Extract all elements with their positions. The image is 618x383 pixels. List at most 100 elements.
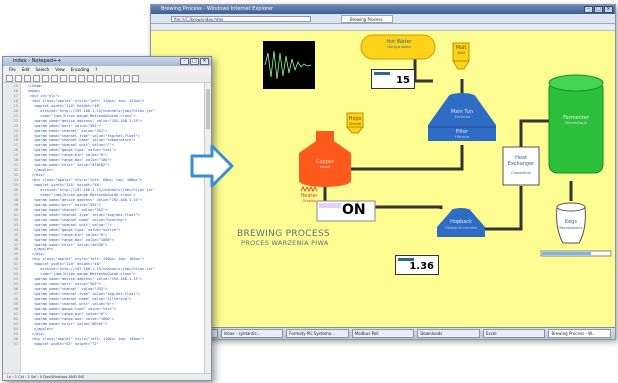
redo-icon[interactable] <box>96 75 103 82</box>
code-line[interactable]: <param name="port" value="502"> <box>23 123 101 128</box>
pipe-hotwater-maintun <box>413 53 433 83</box>
taskbar-item[interactable]: Inbox - symantic... <box>220 329 284 338</box>
code-line[interactable]: <applet width="63" height="72" <box>23 341 99 346</box>
replace-icon[interactable] <box>114 75 121 82</box>
taskbar-item[interactable]: Modbus Poll <box>351 329 415 338</box>
menu-item-file[interactable]: File <box>9 67 16 72</box>
code-line[interactable]: </applet> <box>23 247 54 252</box>
code-line[interactable]: code="jhmi/hlcon.gauge.MotionUpGuide.cla… <box>23 192 136 197</box>
line-number: 67 <box>13 341 18 346</box>
code-line[interactable]: <param name="range.min" value="0"> <box>23 153 108 158</box>
menu-item-view[interactable]: View <box>55 67 65 72</box>
scrollbar-thumb[interactable] <box>206 89 210 129</box>
code-line[interactable]: <param name="channel.type" value="tag/da… <box>23 133 140 138</box>
code-line[interactable]: <param name="range.min" value="0"> <box>23 232 108 237</box>
code-line[interactable]: <param name="gauge.type" value="text"> <box>23 306 117 311</box>
keg <box>556 206 586 244</box>
code-editor[interactable]: </head> <body> <div id="plc"> <div class… <box>23 83 203 373</box>
code-line[interactable]: <param name="color" value="#0f0f"> <box>23 321 108 326</box>
menu-item-edit[interactable]: Edit <box>21 67 30 72</box>
code-line[interactable]: </div> <box>23 331 45 336</box>
code-line[interactable]: <div class="applet" style="left: 60px; t… <box>23 178 142 183</box>
kegs-label: Kegs <box>565 219 577 225</box>
code-line[interactable]: <param name="channel.name" value="heatin… <box>23 217 127 222</box>
close-icon[interactable]: × <box>200 58 209 65</box>
undo-icon[interactable] <box>87 75 94 82</box>
code-line[interactable]: <param name="range.max" value="100"> <box>23 158 112 163</box>
code-line[interactable]: archive="http://192.168.1.15/channels/jh… <box>23 188 155 193</box>
code-line[interactable]: <param name="channel.type" value="tag/da… <box>23 212 140 217</box>
code-line[interactable]: <div class="applet" style="left: 110px; … <box>23 98 145 103</box>
taskbar-item[interactable]: Brewing Process - W... <box>548 329 612 338</box>
copy-icon[interactable] <box>69 75 76 82</box>
taskbar-item[interactable]: Downloads <box>417 329 480 338</box>
cut-icon[interactable] <box>60 75 67 82</box>
menu-item-search[interactable]: Search <box>35 67 50 72</box>
code-line[interactable]: <param name="range.max" value="1000"> <box>23 237 114 242</box>
minimize-icon[interactable]: – <box>180 58 189 65</box>
code-line[interactable]: <param name="channel" value="352"> <box>23 287 108 292</box>
code-line[interactable]: </head> <box>23 84 43 88</box>
code-line[interactable]: <param name="channel.unit" value="m"> <box>23 301 114 306</box>
minimize-icon[interactable]: – <box>584 6 593 13</box>
code-line[interactable]: <applet width="110" height="40" <box>23 262 101 267</box>
code-line[interactable]: <param name="channel.type" value="tag/da… <box>23 292 140 297</box>
code-line[interactable]: <param name="channel.name" value="temper… <box>23 138 136 143</box>
code-line[interactable]: <param name="device.address" value="192.… <box>23 118 142 123</box>
menu-item-encoding[interactable]: Encoding <box>70 67 90 72</box>
maximize-icon[interactable]: □ <box>594 6 603 13</box>
code-line[interactable]: <param name="range.max" value="1000"> <box>23 316 114 321</box>
code-line[interactable]: archive="http://192.168.1.15/channels/jh… <box>23 267 155 272</box>
line-number: 52 <box>13 267 18 272</box>
print-icon[interactable] <box>51 75 58 82</box>
tab-brewing-process[interactable]: Brewing Process <box>341 15 393 23</box>
heater-state[interactable]: ON <box>342 202 366 218</box>
close-icon[interactable]: × <box>604 6 613 13</box>
line-number: 59 <box>13 301 18 306</box>
code-line[interactable]: <param name="color" value="#e336"> <box>23 242 108 247</box>
open-file-icon[interactable] <box>15 75 22 82</box>
code-line[interactable]: </div> <box>23 173 45 178</box>
code-line[interactable]: <param name="port" value="502"> <box>23 282 101 287</box>
code-line[interactable]: <param name="channel.unit" value="C"> <box>23 143 114 148</box>
code-line[interactable]: archive="http://192.168.1.15/channels/jh… <box>23 108 155 113</box>
line-number: 30 <box>13 158 18 163</box>
code-line[interactable]: <param name="channel.name" value="filter… <box>23 296 132 301</box>
find-icon[interactable] <box>105 75 112 82</box>
code-line[interactable]: <param name="channel.unit" value=""> <box>23 222 112 227</box>
code-line[interactable]: <param name="gauge.type" value="switch"> <box>23 227 121 232</box>
code-line[interactable]: <applet width="110" height="40" <box>23 183 101 188</box>
code-line[interactable]: <param name="color" value="#7bf82"> <box>23 163 110 168</box>
code-line[interactable]: code="jhmi/hlcon.gauge.MotionUpGuide.cla… <box>23 272 136 277</box>
code-line[interactable]: </applet> <box>23 168 54 173</box>
taskbar-item[interactable]: Excel <box>482 329 546 338</box>
vertical-scrollbar[interactable] <box>204 83 211 373</box>
code-line[interactable]: </div> <box>23 252 45 257</box>
code-line[interactable]: <param name="device.address" value="192.… <box>23 197 142 202</box>
new-file-icon[interactable] <box>6 75 13 82</box>
code-line[interactable]: <param name="port" value="502"> <box>23 202 101 207</box>
code-line[interactable]: <param name="gauge.type" value="text"> <box>23 148 117 153</box>
close-file-icon[interactable] <box>42 75 49 82</box>
save-icon[interactable] <box>24 75 31 82</box>
code-line[interactable]: <div id="plc"> <box>23 93 60 98</box>
taskbar-item[interactable]: Formaty Plc Systema... <box>286 329 349 338</box>
code-line[interactable]: <param name="channel" value="352"> <box>23 207 108 212</box>
code-line[interactable]: <param name="range.min" value="0"> <box>23 311 108 316</box>
save-all-icon[interactable] <box>33 75 40 82</box>
maximize-icon[interactable]: □ <box>190 58 199 65</box>
code-line[interactable]: <applet width="110" height="40" <box>23 103 101 108</box>
line-number: 53 <box>13 272 18 277</box>
code-line[interactable]: <param name="channel" value="352"> <box>23 128 108 133</box>
code-line[interactable]: <body> <box>23 88 41 93</box>
code-line[interactable]: <param name="device.address" value="192.… <box>23 277 142 282</box>
zoom-out-icon[interactable] <box>132 75 139 82</box>
code-line[interactable]: code="jhmi/hlcon.gauge.MotionUpGuide.cla… <box>23 113 136 118</box>
code-line[interactable]: <div class="applet" style="left: 110px; … <box>23 336 145 341</box>
code-line[interactable]: </applet> <box>23 326 54 331</box>
url-field[interactable]: file:///C:/brew/index.html <box>171 16 311 22</box>
paste-icon[interactable] <box>78 75 85 82</box>
code-line[interactable]: <div class="applet" style="left: 430px; … <box>23 257 145 262</box>
menu-item-[interactable]: ? <box>95 67 98 72</box>
zoom-in-icon[interactable] <box>123 75 130 82</box>
